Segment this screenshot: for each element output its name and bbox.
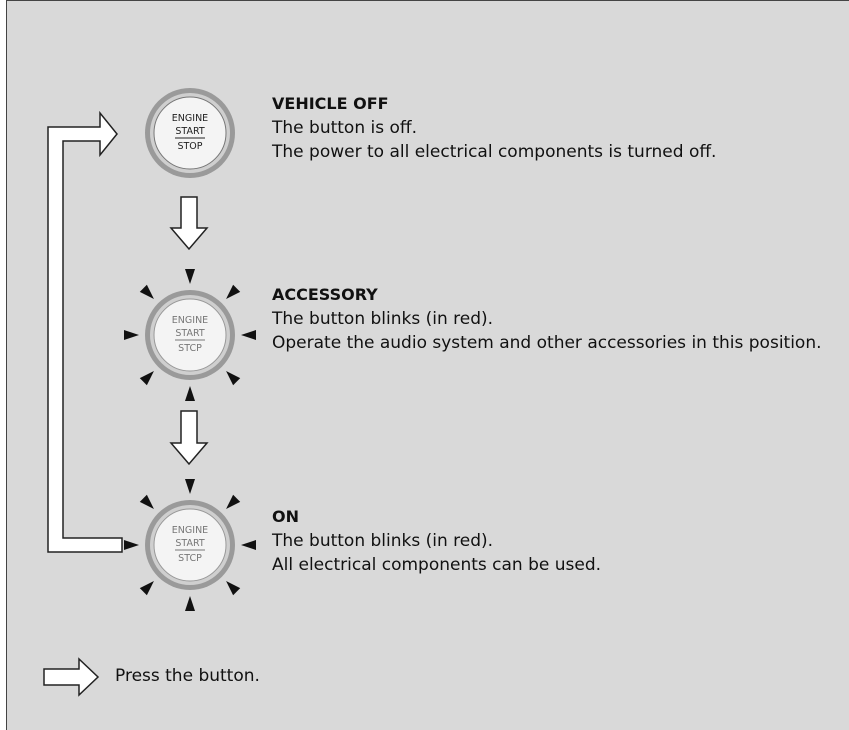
blink-ray-icon (226, 371, 241, 386)
btn3-start: START (175, 538, 205, 549)
blink-ray-icon (241, 330, 256, 340)
blink-ray-icon (226, 494, 241, 509)
blink-ray-icon (226, 581, 241, 596)
blink-ray-icon (185, 479, 195, 494)
blink-ray-icon (185, 596, 195, 611)
down-arrow-2 (169, 410, 209, 466)
down-arrow-1 (169, 196, 209, 251)
blink-rays-on (124, 479, 256, 611)
state-title-vehicle-off: VEHICLE OFF (272, 94, 389, 113)
btn1-start: START (175, 126, 205, 137)
btn3-engine: ENGINE (172, 525, 208, 536)
btn3-stop: STCP (178, 553, 202, 564)
blink-ray-icon (139, 371, 154, 386)
btn2-start: START (175, 328, 205, 339)
state-desc-accessory-1: The button blinks (in red). (272, 309, 494, 329)
state-desc-accessory-2: Operate the audio system and other acces… (272, 333, 822, 353)
return-loop-arrow (47, 110, 123, 553)
engine-button-off: ENGINE START STOP (145, 88, 235, 178)
btn2-engine: ENGINE (172, 315, 208, 326)
legend-text: Press the button. (115, 666, 260, 686)
state-title-accessory: ACCESSORY (272, 285, 378, 304)
state-desc-on-2: All electrical components can be used. (272, 555, 602, 575)
blink-ray-icon (185, 269, 195, 284)
blink-ray-icon (124, 330, 139, 340)
state-desc-on-1: The button blinks (in red). (272, 531, 494, 551)
blink-ray-icon (185, 386, 195, 401)
blink-ray-icon (226, 284, 241, 299)
engine-button-on: ENGINE START STCP (145, 500, 235, 590)
legend-arrow (43, 657, 100, 697)
btn2-stop: STCP (178, 343, 202, 354)
blink-ray-icon (139, 494, 154, 509)
btn1-engine: ENGINE (172, 113, 208, 124)
state-desc-vehicle-off-2: The power to all electrical components i… (272, 142, 717, 162)
state-title-on: ON (272, 507, 299, 526)
state-desc-vehicle-off-1: The button is off. (272, 118, 417, 138)
blink-ray-icon (124, 540, 139, 550)
blink-rays-accessory (124, 269, 256, 401)
blink-ray-icon (139, 284, 154, 299)
blink-ray-icon (241, 540, 256, 550)
blink-ray-icon (139, 581, 154, 596)
btn1-stop: STOP (177, 141, 202, 152)
engine-button-accessory: ENGINE START STCP (145, 290, 235, 380)
